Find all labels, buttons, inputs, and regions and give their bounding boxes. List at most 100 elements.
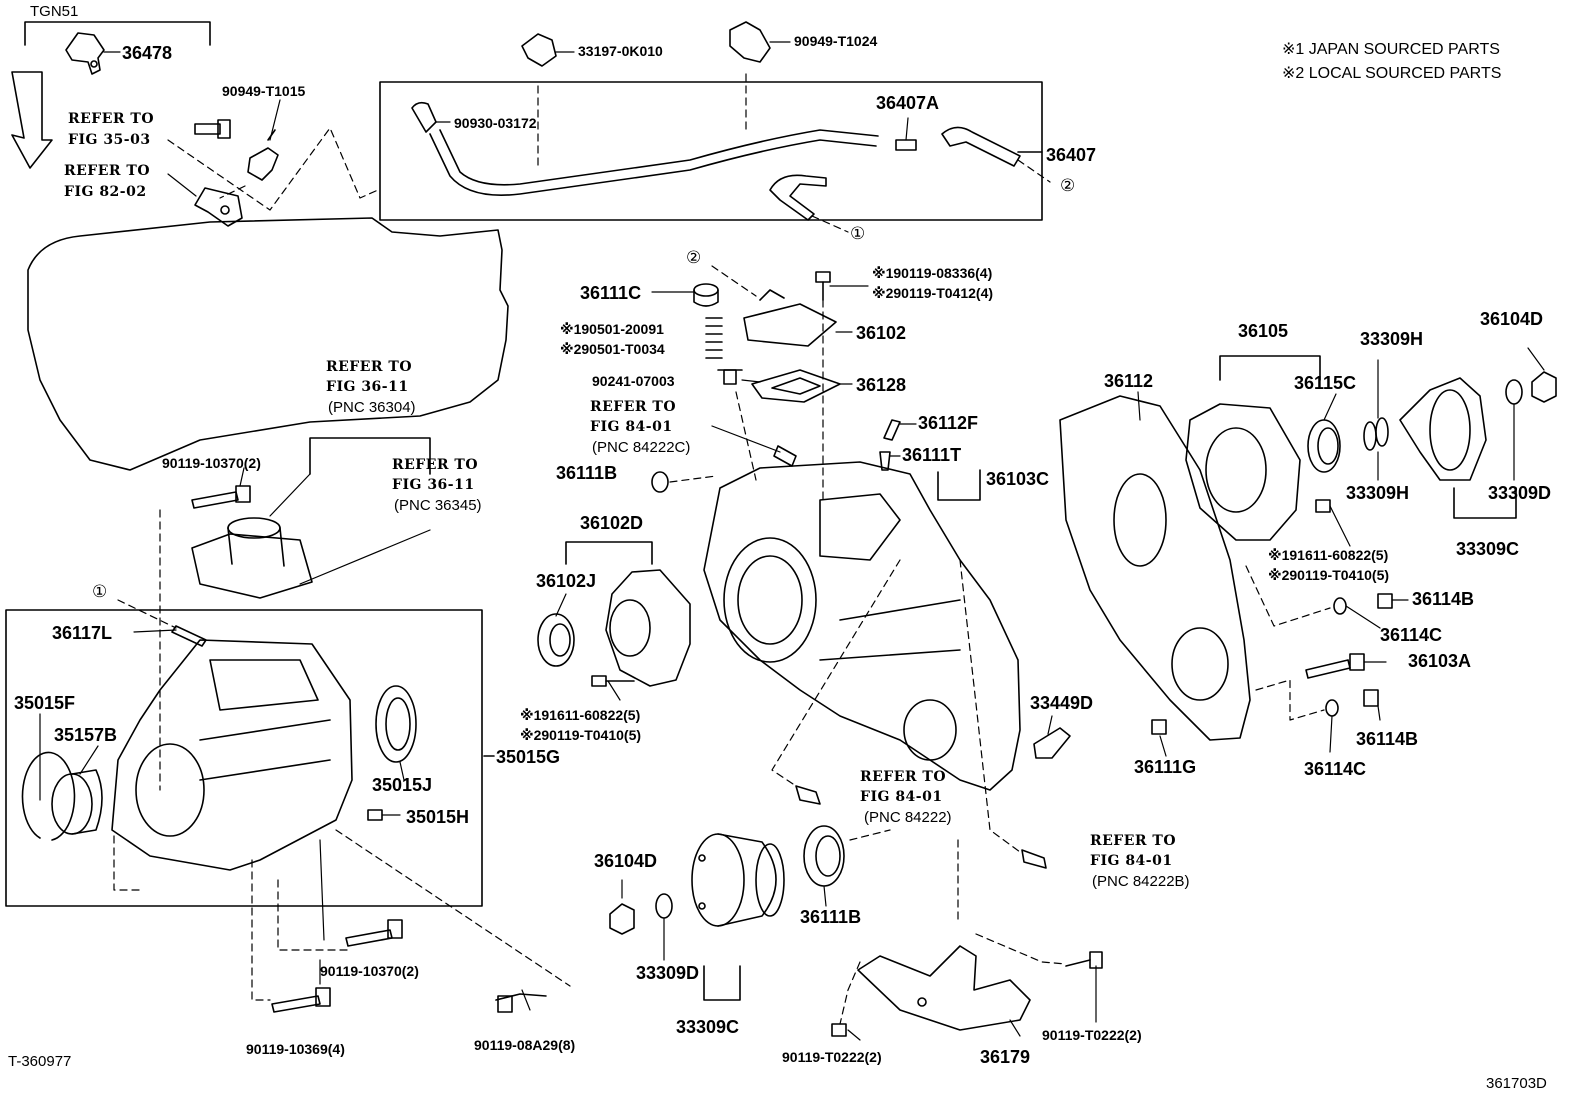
part-36114C-top[interactable]: 36114C — [1380, 625, 1443, 645]
part-90119-T0222-right[interactable]: 90119-T0222(2) — [1042, 1027, 1142, 1043]
part-36114B-bottom[interactable]: 36114B — [1356, 729, 1419, 749]
hose-leader-dashes — [537, 73, 1051, 233]
part-290119-T0410-rear[interactable]: ※290119-T0410(5) — [1268, 567, 1390, 583]
part-90119-10369[interactable]: 90119-10369(4) — [246, 1041, 345, 1057]
part-36114B-top[interactable]: 36114B — [1412, 589, 1475, 609]
part-33309C-rear[interactable]: 33309C — [1456, 539, 1520, 559]
cover-leader-dashes — [669, 265, 824, 501]
bracket-lines — [309, 151, 1517, 1001]
part-90119-08A29[interactable]: 90119-08A29(8) — [474, 1037, 576, 1053]
part-90949-T1015[interactable]: 90949-T1015 — [222, 83, 306, 99]
ref-36304-line1[interactable]: REFER TO — [326, 359, 413, 375]
dust-deflector-35157B-part — [51, 769, 103, 835]
ref-36345-line1[interactable]: REFER TO — [392, 457, 479, 473]
ref-84222-line3[interactable]: (PNC 84222) — [864, 809, 952, 826]
part-36114C-bottom[interactable]: 36114C — [1304, 759, 1367, 779]
ref-84222C-line2[interactable]: FIG 84-01 — [590, 419, 673, 435]
ref-36304-line2[interactable]: FIG 36-11 — [326, 379, 409, 395]
part-36111B-no2[interactable]: 36111B — [800, 907, 862, 927]
ref-84222B-line3[interactable]: (PNC 84222B) — [1092, 873, 1190, 890]
part-90241-07003[interactable]: 90241-07003 — [592, 373, 675, 389]
part-36407A[interactable]: 36407A — [876, 93, 940, 113]
part-36112F[interactable]: 36112F — [918, 413, 979, 433]
part-35157B[interactable]: 35157B — [54, 725, 118, 745]
marker-two-hose: ② — [1060, 176, 1076, 196]
part-190119-08336[interactable]: ※190119-08336(4) — [872, 265, 993, 281]
part-33309D-front[interactable]: 33309D — [636, 963, 700, 983]
part-36115C[interactable]: 36115C — [1294, 373, 1357, 393]
part-36103A[interactable]: 36103A — [1408, 651, 1472, 671]
clip-90949-t1015-part — [247, 129, 279, 181]
retainer-36102D-part — [605, 569, 691, 687]
snap-ring-35015F-part — [21, 751, 76, 841]
ref-84222-line2[interactable]: FIG 84-01 — [860, 789, 943, 805]
part-35015H[interactable]: 35015H — [406, 807, 470, 827]
bracket-leader-dashes — [839, 933, 1067, 1025]
part-36111G[interactable]: 36111G — [1134, 757, 1197, 777]
part-36102[interactable]: 36102 — [856, 323, 907, 343]
ref-fig82-02-line2[interactable]: FIG 82-02 — [64, 184, 147, 200]
part-36111C[interactable]: 36111C — [580, 283, 642, 303]
part-90930-03172[interactable]: 90930-03172 — [454, 115, 537, 131]
part-290501-T0034[interactable]: ※290501-T0034 — [560, 341, 665, 357]
part-36102D[interactable]: 36102D — [580, 513, 644, 533]
bolt-90119-08A29-part — [495, 993, 547, 1013]
part-290119-T0412[interactable]: ※290119-T0412(4) — [872, 285, 994, 301]
part-36407[interactable]: 36407 — [1046, 145, 1097, 165]
part-36104D-front[interactable]: 36104D — [594, 851, 658, 871]
part-33309H-top[interactable]: 33309H — [1360, 329, 1424, 349]
part-36111T[interactable]: 36111T — [902, 445, 962, 465]
part-36102J[interactable]: 36102J — [536, 571, 597, 591]
housing-leader-dashes — [113, 509, 571, 1001]
switch-84222B-part — [1021, 849, 1047, 869]
part-33309H-bottom[interactable]: 33309H — [1346, 483, 1410, 503]
part-191611-60822-rear[interactable]: ※191611-60822(5) — [1268, 547, 1389, 563]
part-36117L[interactable]: 36117L — [52, 623, 113, 643]
ref-36304-line3[interactable]: (PNC 36304) — [328, 399, 416, 416]
switch-84222-part — [795, 785, 821, 805]
part-35015F[interactable]: 35015F — [14, 693, 76, 713]
part-36103C[interactable]: 36103C — [986, 469, 1050, 489]
part-35015J[interactable]: 35015J — [372, 775, 433, 795]
ref-fig35-03-line2[interactable]: FIG 35-03 — [68, 132, 151, 148]
breather-36111T-part — [879, 451, 891, 471]
part-90119-10370-bottom[interactable]: 90119-10370(2) — [320, 963, 419, 979]
part-36112[interactable]: 36112 — [1104, 371, 1154, 391]
part-90119-10370-top[interactable]: 90119-10370(2) — [162, 455, 261, 471]
ref-36345-line3[interactable]: (PNC 36345) — [394, 497, 482, 514]
part-36104D-rear[interactable]: 36104D — [1480, 309, 1544, 329]
seal-36111B-2-part — [803, 825, 845, 887]
ref-84222C-line1[interactable]: REFER TO — [590, 399, 677, 415]
ref-84222-line1[interactable]: REFER TO — [860, 769, 947, 785]
ref-fig82-02-line1[interactable]: REFER TO — [64, 163, 151, 179]
part-36105[interactable]: 36105 — [1238, 321, 1289, 341]
part-36111B-no1[interactable]: 36111B — [556, 463, 618, 483]
part-33309D-rear[interactable]: 33309D — [1488, 483, 1552, 503]
clip-90949-t1024-part — [729, 21, 771, 63]
part-36179[interactable]: 36179 — [980, 1047, 1031, 1067]
ref-84222B-line2[interactable]: FIG 84-01 — [1090, 853, 1173, 869]
bolt-190119-part — [815, 271, 831, 301]
part-90119-T0222-left[interactable]: 90119-T0222(2) — [782, 1049, 882, 1065]
part-190501-20091[interactable]: ※190501-20091 — [560, 321, 664, 337]
part-290119-T0410-front[interactable]: ※290119-T0410(5) — [520, 727, 642, 743]
part-191611-60822-front[interactable]: ※191611-60822(5) — [520, 707, 641, 723]
rear-small-parts — [1151, 499, 1393, 735]
spacers-33309H-part — [1363, 417, 1389, 451]
bolt-90119-10370-top-part — [191, 485, 251, 509]
part-90949-T1024[interactable]: 90949-T1024 — [794, 33, 878, 49]
cover-36105-part — [1185, 403, 1301, 541]
part-36478[interactable]: 36478 — [122, 43, 173, 63]
part-33197-0K010[interactable]: 33197-0K010 — [578, 43, 663, 59]
ref-fig35-03-line1[interactable]: REFER TO — [68, 111, 155, 127]
ref-36345-line2[interactable]: FIG 36-11 — [392, 477, 475, 493]
case-leader-dashes — [771, 559, 1021, 921]
bolt-90119-t0222-right-part — [1065, 951, 1103, 969]
part-36128[interactable]: 36128 — [856, 375, 907, 395]
ref-84222C-line3[interactable]: (PNC 84222C) — [592, 439, 691, 456]
part-33449D[interactable]: 33449D — [1030, 693, 1094, 713]
part-35015G[interactable]: 35015G — [496, 747, 561, 767]
part-33309C-front[interactable]: 33309C — [676, 1017, 740, 1037]
ref-84222B-line1[interactable]: REFER TO — [1090, 833, 1177, 849]
